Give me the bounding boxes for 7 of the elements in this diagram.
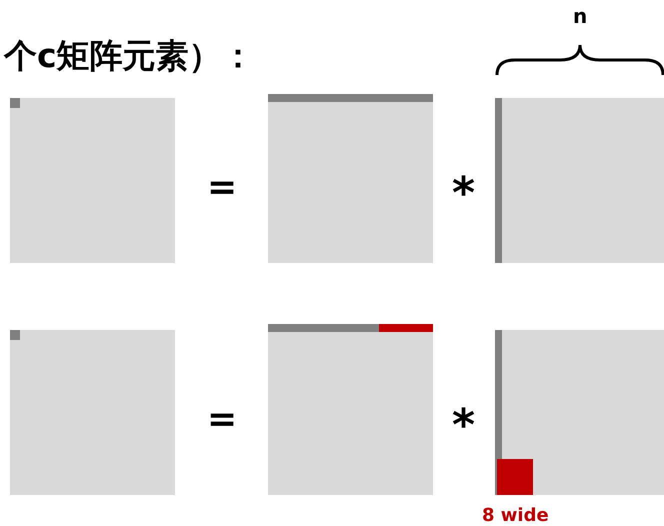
label: 8 wide: [482, 507, 549, 525]
label: n: [573, 6, 588, 26]
label: =: [207, 170, 238, 206]
label: *: [452, 404, 476, 448]
label: =: [207, 402, 238, 438]
label: *: [452, 172, 476, 216]
title: 个c矩阵元素）：: [2, 35, 256, 77]
